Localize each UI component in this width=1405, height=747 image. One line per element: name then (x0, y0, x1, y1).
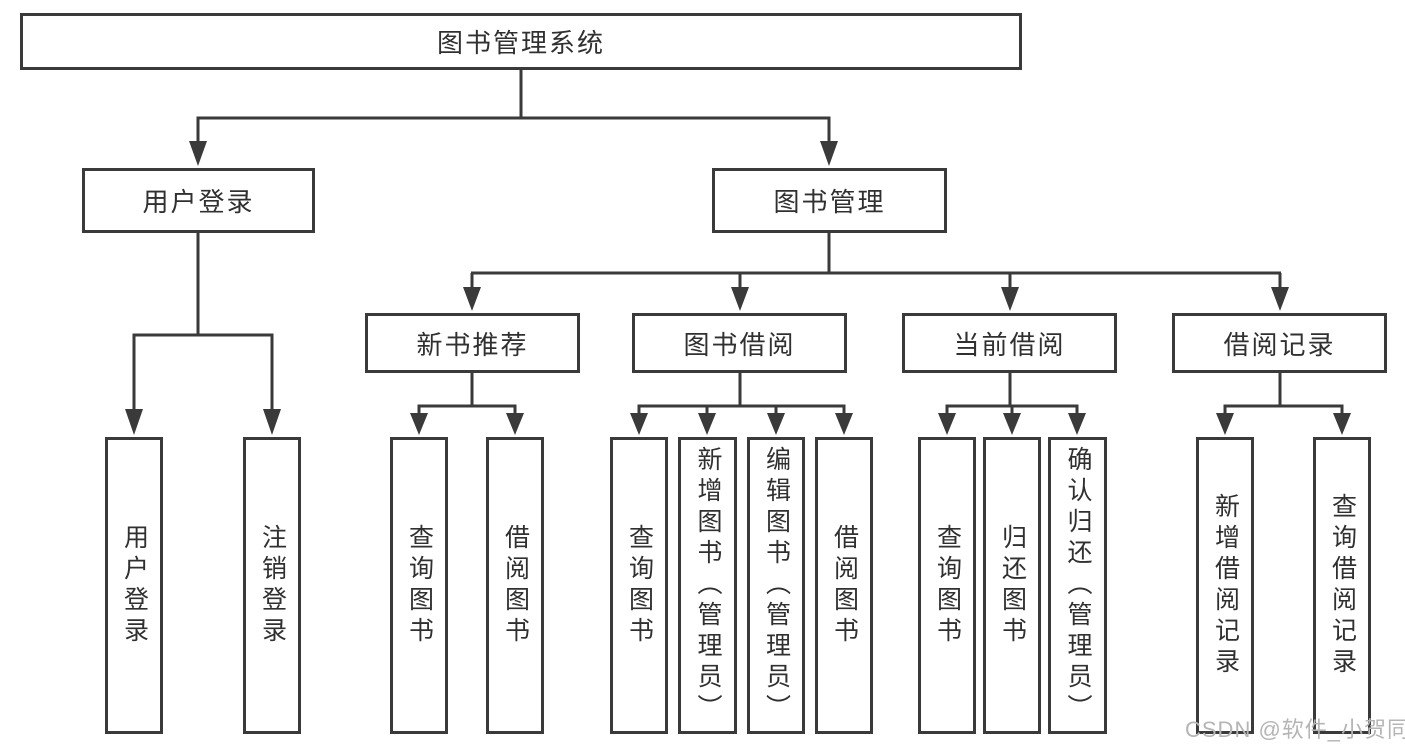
leaf-label: 确认归还（管理员） (1064, 446, 1092, 725)
leaf-confirm-return-admin: 确认归还（管理员） (1048, 437, 1107, 734)
leaf-edit-books-admin: 编辑图书（管理员） (747, 437, 805, 734)
node-label: 用户登录 (142, 187, 255, 217)
leaf-query-books-borrow: 查询图书 (610, 437, 668, 734)
node-book-borrow: 图书借阅 (632, 313, 847, 373)
leaf-label: 查询借阅记录 (1328, 492, 1357, 679)
leaf-label: 借阅图书 (830, 523, 859, 648)
leaf-label: 查询图书 (933, 523, 962, 648)
node-library-management-system: 图书管理系统 (20, 13, 1022, 70)
leaf-label: 查询图书 (405, 523, 434, 648)
node-label: 图书管理 (773, 187, 886, 217)
leaf-query-borrow-record: 查询借阅记录 (1313, 437, 1371, 734)
leaf-label: 归还图书 (998, 523, 1027, 648)
leaf-borrow-books-recommend: 借阅图书 (486, 437, 544, 734)
leaf-label: 编辑图书（管理员） (762, 446, 791, 725)
node-book-management: 图书管理 (712, 168, 947, 233)
node-label: 当前借阅 (953, 329, 1066, 360)
leaf-label: 新增借阅记录 (1211, 492, 1240, 679)
node-current-borrow: 当前借阅 (902, 313, 1117, 373)
leaf-label: 查询图书 (625, 523, 654, 648)
node-label: 图书借阅 (683, 329, 796, 360)
leaf-label: 注销登录 (258, 523, 287, 648)
leaf-label: 新增图书（管理员） (694, 446, 722, 725)
leaf-add-books-admin: 新增图书（管理员） (678, 437, 737, 734)
node-label: 图书管理系统 (436, 28, 605, 58)
leaf-query-books-recommend: 查询图书 (390, 437, 448, 734)
leaf-add-borrow-record: 新增借阅记录 (1196, 437, 1254, 734)
leaf-query-books-current: 查询图书 (918, 437, 976, 734)
node-user-login: 用户登录 (82, 168, 315, 233)
node-label: 借阅记录 (1223, 329, 1336, 360)
leaf-logout: 注销登录 (243, 437, 301, 734)
leaf-return-books: 归还图书 (983, 437, 1041, 734)
leaf-label: 借阅图书 (501, 523, 530, 648)
leaf-user-login: 用户登录 (105, 437, 163, 734)
node-new-book-recommend: 新书推荐 (365, 313, 580, 373)
leaf-borrow-books: 借阅图书 (815, 437, 873, 734)
node-borrow-records: 借阅记录 (1172, 313, 1387, 373)
node-label: 新书推荐 (416, 329, 529, 360)
leaf-label: 用户登录 (120, 523, 149, 648)
